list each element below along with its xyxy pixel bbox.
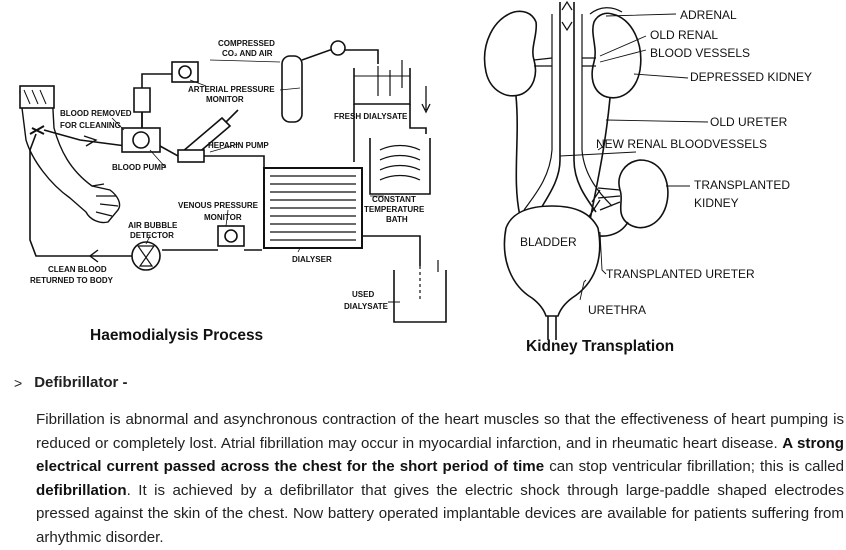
- kidney-pointers: [559, 13, 709, 301]
- old-ureter-right: [589, 97, 611, 221]
- paragraph-bold-1: A strong electrical current passed acros…: [36, 434, 844, 476]
- bladder: [503, 205, 601, 317]
- body-paragraph: Fibrillation is abnormal and asynchronou…: [36, 408, 844, 550]
- transplanted-kidney: [618, 159, 669, 229]
- old-kidney-right: [591, 12, 642, 99]
- kidney-diagram: [483, 0, 709, 340]
- arterial-monitor-dial: [178, 65, 192, 79]
- heparin-box: [177, 149, 205, 163]
- gas-line: [301, 49, 379, 64]
- aorta: [539, 2, 597, 213]
- adrenal: [589, 7, 623, 15]
- label-used-line2: DIALYSATE: [344, 302, 389, 311]
- wrist-band: [19, 85, 55, 109]
- arm-hatch: [23, 89, 47, 105]
- section-heading: > Defibrillator -: [14, 374, 128, 391]
- label-blood-removed-line2: FOR CLEANING: [60, 121, 121, 130]
- label-fresh-dialysate: FRESH DIALYSATE: [334, 112, 408, 121]
- label-venous-line2: MONITOR: [204, 213, 242, 222]
- old-renal-vessels: [533, 57, 596, 67]
- fresh-tank: [353, 68, 411, 105]
- label-old-renal-line1: OLD RENAL: [650, 28, 718, 42]
- label-dialyser: DIALYSER: [292, 255, 332, 264]
- arrows-vessels: [561, 0, 573, 32]
- label-depressed-kidney: DEPRESSED KIDNEY: [690, 70, 812, 84]
- label-constant-line3: BATH: [386, 215, 408, 224]
- kidney-caption: Kidney Transplation: [526, 338, 674, 355]
- air-bubble-detector: [131, 241, 161, 271]
- blood-pump-rotor: [132, 131, 150, 149]
- paragraph-part-2: can stop ventricular fibrillation; this …: [544, 458, 845, 476]
- label-old-ureter: OLD URETER: [710, 115, 788, 129]
- new-renal-vessels: [587, 187, 621, 219]
- paragraph-part-1: Fibrillation is abnormal and asynchronou…: [36, 411, 844, 452]
- arrow-return: [88, 249, 99, 263]
- label-arterial-line2: MONITOR: [206, 95, 244, 104]
- old-ureter-left: [515, 95, 521, 217]
- hand-fingers: [91, 183, 119, 217]
- label-air-bubble-line2: DETECTOR: [130, 231, 174, 240]
- venous-monitor: [217, 225, 245, 247]
- bath-coil: [379, 144, 421, 181]
- arterial-drip: [133, 87, 151, 128]
- fresh-line: [353, 104, 427, 162]
- heparin-plunger: [225, 109, 239, 123]
- haemodialysis-diagram: [19, 40, 447, 323]
- label-heparin-pump: HEPARIN PUMP: [208, 141, 269, 150]
- label-used-line1: USED: [352, 290, 374, 299]
- urethra: [547, 316, 557, 340]
- haemodialysis-labels: COMPRESSED CO₂ AND AIR ARTERIAL PRESSURE…: [30, 39, 425, 344]
- air-bubble-hourglass: [136, 245, 156, 267]
- label-compressed-line1: COMPRESSED: [218, 39, 275, 48]
- label-adrenal: ADRENAL: [680, 8, 737, 22]
- label-transplanted-ureter: TRANSPLANTED URETER: [606, 267, 755, 281]
- bullet-arrow-icon: >: [14, 374, 23, 391]
- label-constant-line2: TEMPERATURE: [364, 205, 425, 214]
- label-transplanted-line1: TRANSPLANTED: [694, 178, 790, 192]
- label-transplanted-line2: KIDNEY: [694, 196, 739, 210]
- fresh-tank-bubbles: [377, 60, 403, 96]
- venous-monitor-dial: [224, 229, 238, 243]
- tube-pump-to-dialyser: [159, 145, 265, 168]
- label-air-bubble-line1: AIR BUBBLE: [128, 221, 178, 230]
- heading-defibrillator: Defibrillator -: [34, 374, 128, 391]
- tube-return: [29, 133, 262, 257]
- pointer-lines: [111, 59, 384, 253]
- label-constant-line1: CONSTANT: [372, 195, 416, 204]
- label-blood-pump: BLOOD PUMP: [112, 163, 167, 172]
- label-clean-blood-line2: RETURNED TO BODY: [30, 276, 114, 285]
- needle-site: [29, 125, 45, 135]
- paragraph-part-3: . It is achieved by a defibrillator that…: [36, 481, 844, 546]
- fresh-arrow: [421, 86, 431, 114]
- label-clean-blood-line1: CLEAN BLOOD: [48, 265, 107, 274]
- label-bladder: BLADDER: [520, 235, 577, 249]
- label-blood-removed-line1: BLOOD REMOVED: [60, 109, 132, 118]
- gas-gauge: [330, 40, 346, 56]
- label-compressed-line2: CO₂ AND AIR: [222, 49, 273, 58]
- label-arterial-line1: ARTERIAL PRESSURE: [188, 85, 275, 94]
- tube-blood-removed: [43, 129, 127, 147]
- old-kidney-left: [483, 10, 538, 97]
- label-urethra: URETHRA: [588, 303, 646, 317]
- paragraph-bold-2: defibrillation: [36, 481, 127, 499]
- haemodialysis-caption: Haemodialysis Process: [90, 327, 263, 344]
- figures-area: COMPRESSED CO₂ AND AIR ARTERIAL PRESSURE…: [19, 0, 812, 355]
- label-venous-line1: VENOUS PRESSURE: [178, 201, 259, 210]
- dialyser-out: [362, 235, 421, 266]
- arm-outline: [19, 91, 121, 224]
- label-old-renal-line2: BLOOD VESSELS: [650, 46, 750, 60]
- vena-cava: [523, 14, 613, 211]
- label-new-renal: NEW RENAL BLOODVESSELS: [596, 137, 767, 151]
- arterial-monitor: [171, 61, 199, 83]
- dialyser-membranes: [270, 175, 356, 241]
- arrow-in: [83, 135, 98, 147]
- kidney-labels: ADRENAL OLD RENAL BLOOD VESSELS DEPRESSE…: [520, 8, 812, 355]
